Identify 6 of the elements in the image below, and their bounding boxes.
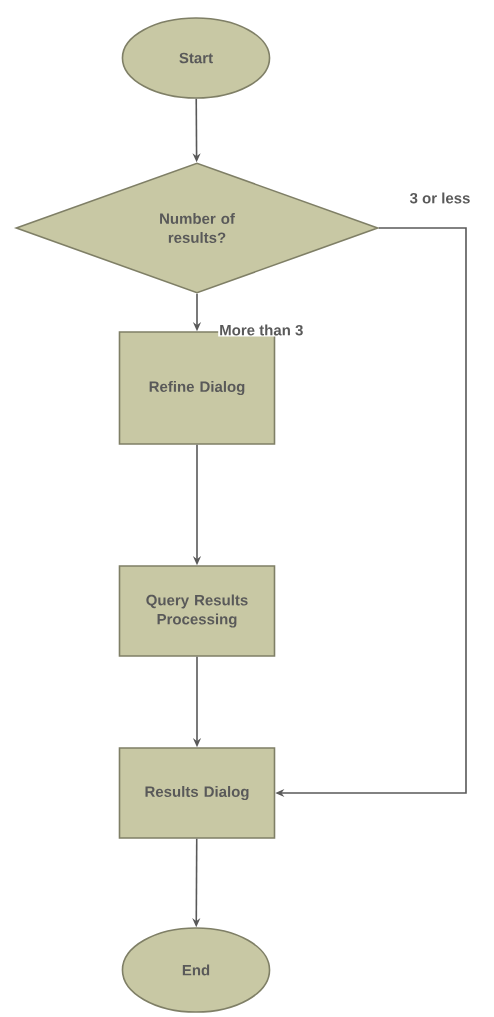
edge-label: More than 3 [218, 323, 305, 337]
process-box: Results Dialog [118, 747, 276, 839]
terminal-oval: End [121, 927, 271, 1013]
process-box: Query Results Processing [118, 565, 276, 657]
edge-label: 3 or less [408, 191, 472, 205]
terminal-oval: Start [121, 17, 271, 99]
